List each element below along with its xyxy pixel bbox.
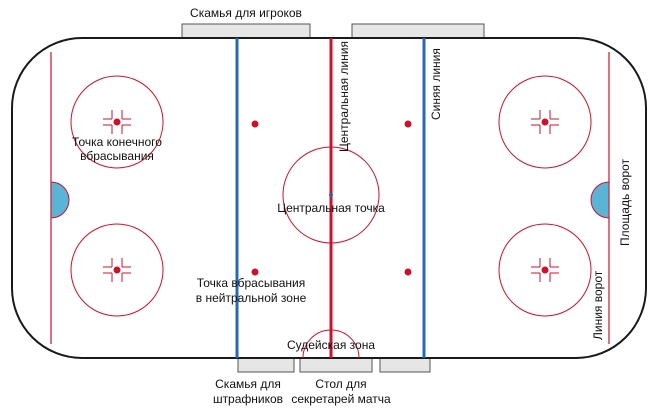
end-faceoff-circle-top-right — [498, 75, 592, 169]
neutral-faceoff-spot-bottom-left — [251, 268, 259, 276]
center-faceoff-spot — [329, 193, 333, 197]
end-faceoff-spot-bottom-right — [541, 266, 549, 274]
end-faceoff-circle-bottom-right — [498, 223, 592, 317]
faceoff-hash-marks — [103, 110, 559, 282]
end-faceoff-spot-top-right — [541, 118, 549, 126]
neutral-faceoff-spot-top-left — [251, 120, 259, 128]
end-faceoff-circle-bottom-left — [70, 223, 164, 317]
goal-crease-left — [50, 181, 70, 219]
scorers-table-label-line1: Стол для — [315, 377, 366, 391]
penalty-bench-label-line1: Скамья для — [215, 377, 281, 391]
scorers-table — [299, 357, 373, 373]
end-faceoff-spot-bottom-left — [113, 266, 121, 274]
neutral-faceoff-label-line2: в нейтральной зоне — [196, 291, 307, 305]
neutral-faceoff-spot-top-right — [404, 120, 412, 128]
center-circle — [282, 146, 380, 244]
players-bench-label: Скамья для игроков — [190, 6, 302, 20]
neutral-faceoff-label-line1: Точка вбрасывания — [197, 276, 305, 290]
players-bench-right — [351, 23, 485, 39]
center-line-label: Центральная линия — [337, 41, 351, 152]
penalty-bench-left — [237, 357, 295, 373]
goal-crease-label: Площадь ворот — [618, 158, 632, 246]
referee-crease — [302, 329, 360, 359]
end-faceoff-spot-top-left — [113, 118, 121, 126]
rink-boards — [11, 37, 647, 359]
neutral-faceoff-spot-bottom-right — [404, 268, 412, 276]
scorers-table-label-line2: секретарей матча — [291, 392, 391, 406]
goal-line-label: Линия ворот — [591, 270, 605, 340]
blue-line-label: Синяя линия — [429, 48, 443, 120]
penalty-bench-right — [379, 357, 431, 373]
end-faceoff-label-line2: вбрасывания — [80, 149, 154, 163]
end-faceoff-circle-top-left — [70, 75, 164, 169]
penalty-bench-label-line2: штрафников — [213, 392, 283, 406]
goal-crease-right — [590, 181, 610, 219]
players-bench-left — [181, 23, 311, 39]
referee-crease-label: Судейская зона — [287, 338, 375, 352]
end-faceoff-label-line1: Точка конечного — [72, 135, 162, 149]
center-spot-label: Центральная точка — [277, 201, 385, 215]
